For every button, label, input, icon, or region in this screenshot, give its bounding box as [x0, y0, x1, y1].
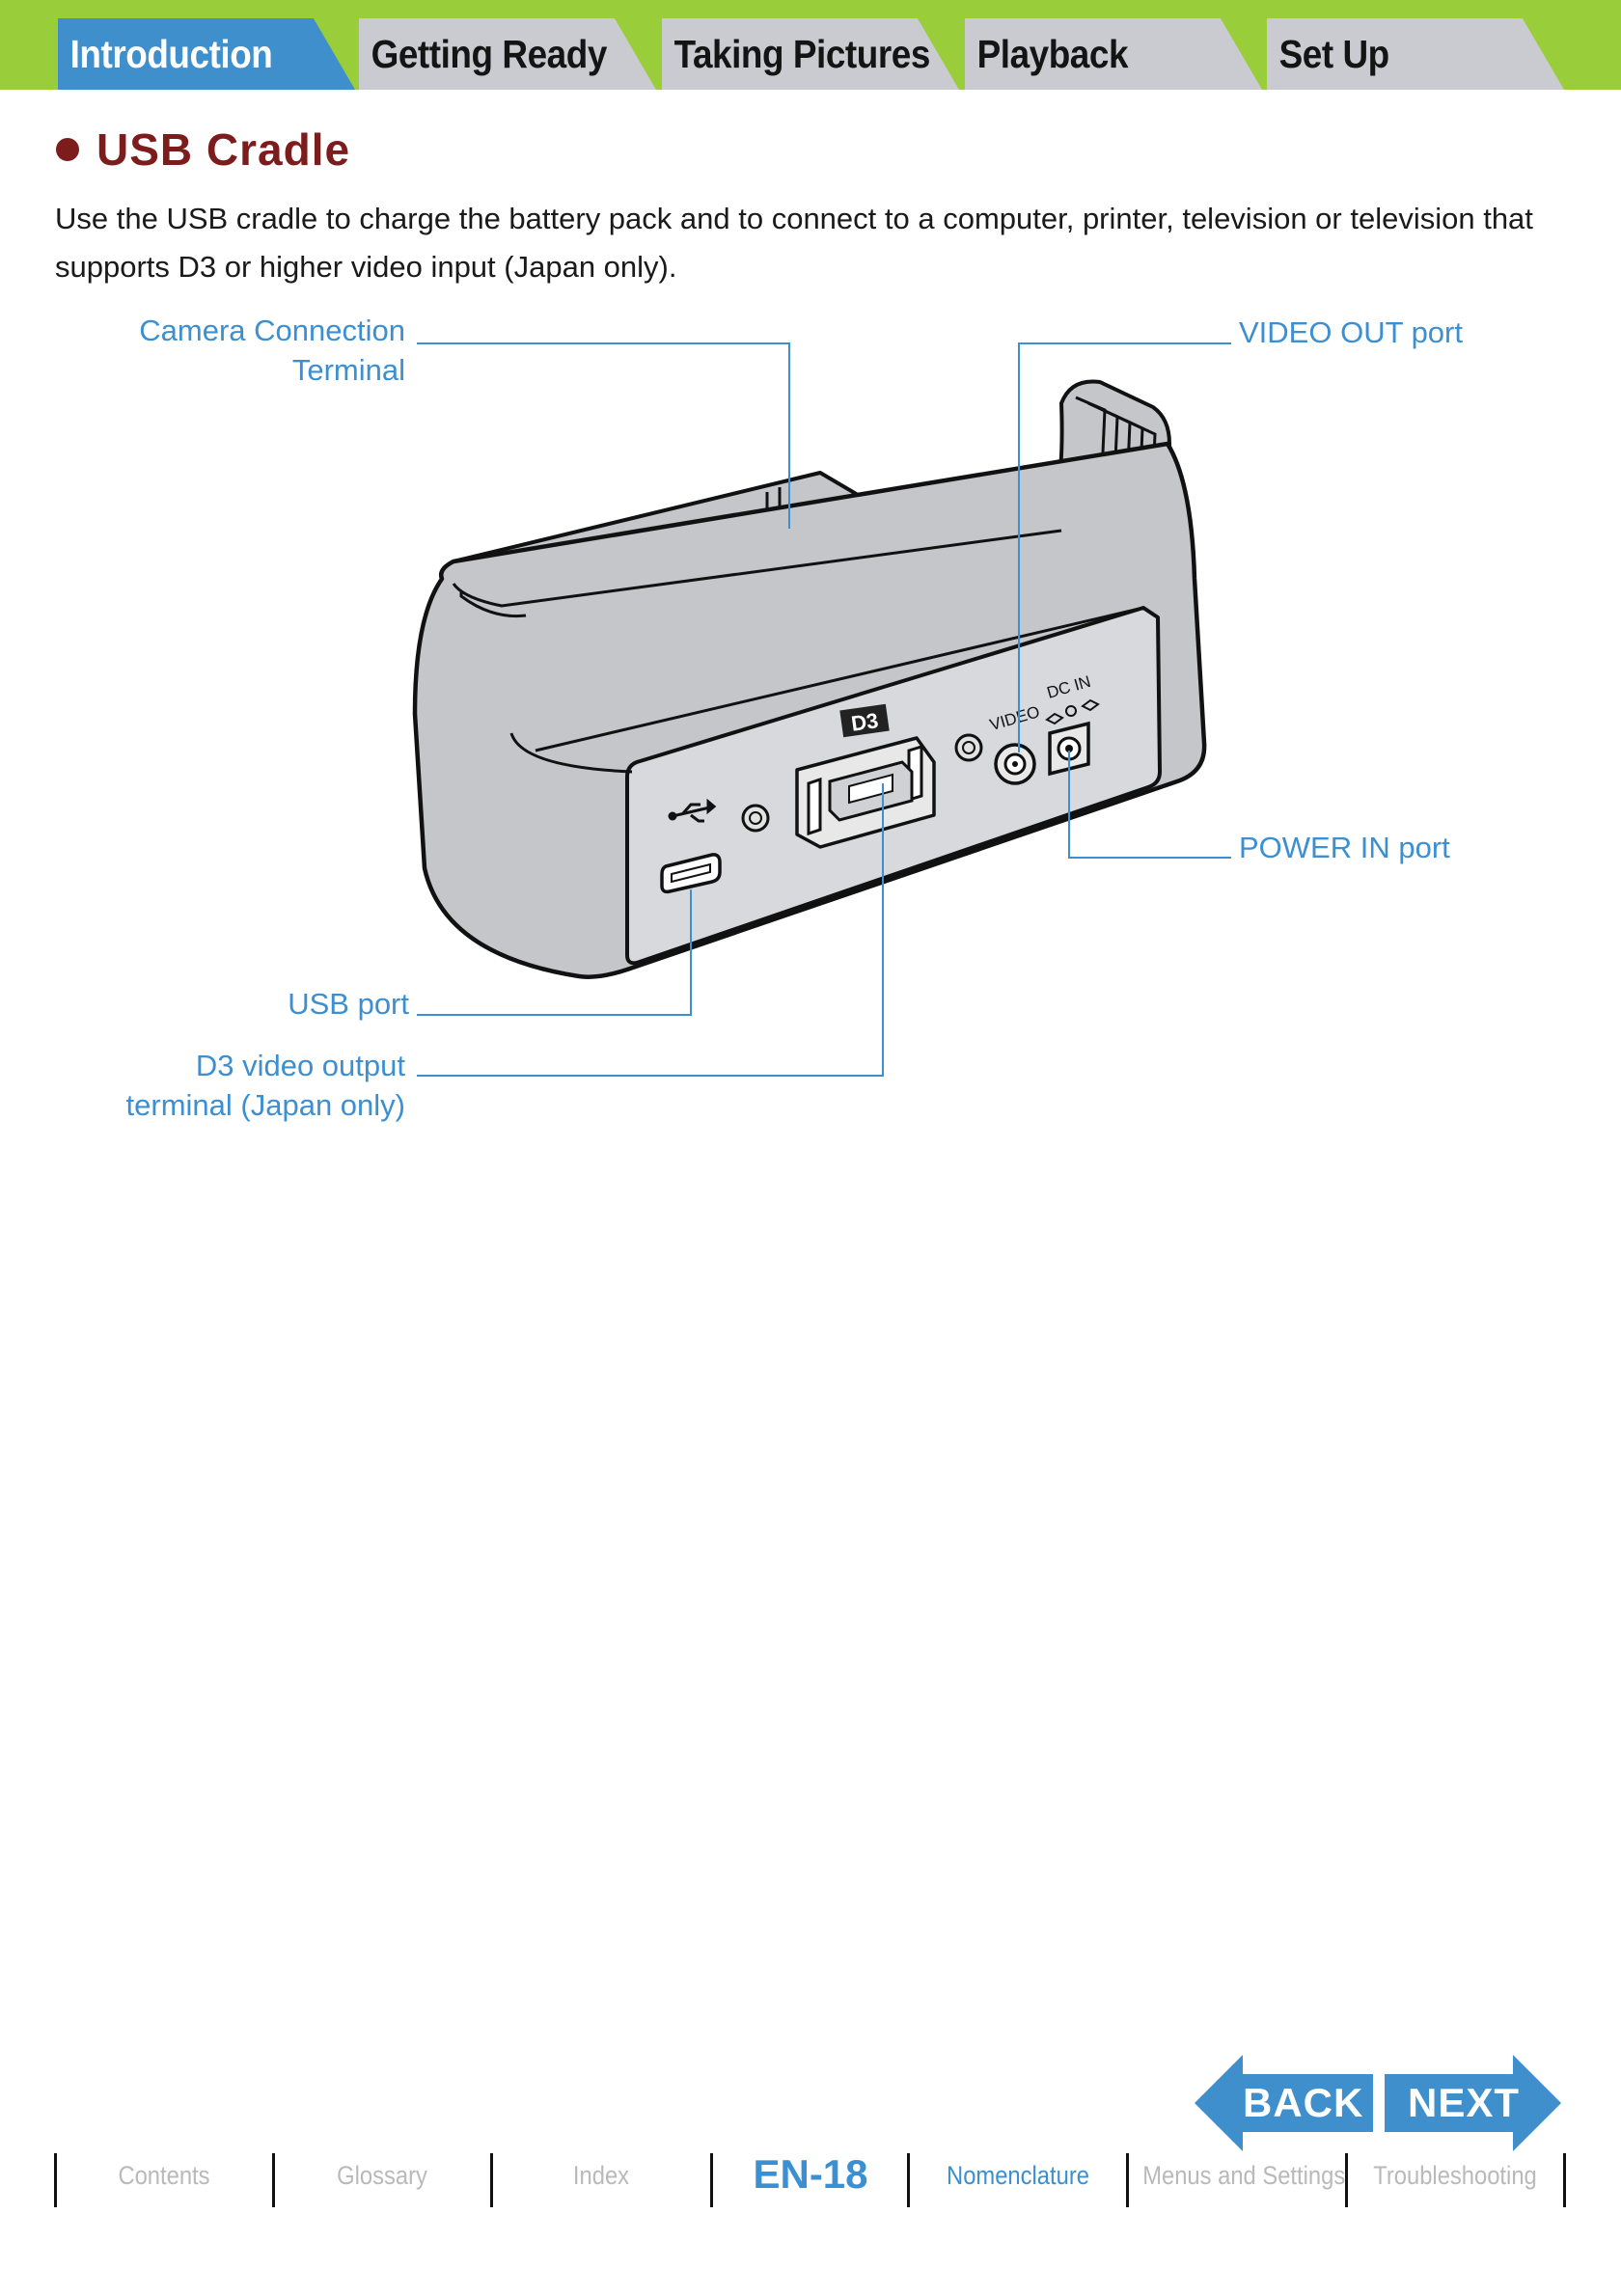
next-arrow-icon [1385, 2055, 1561, 2151]
footer-index-link[interactable]: Index [572, 2161, 630, 2190]
footer-contents-link[interactable]: Contents [118, 2161, 210, 2190]
footer-divider [1345, 2153, 1348, 2207]
page-number: EN-18 [753, 2151, 868, 2197]
tab-set-up-label: Set Up [1278, 31, 1390, 76]
d3-terminal-callout-line2: terminal (Japan only) [125, 1088, 405, 1122]
next-button[interactable]: NEXT [1385, 2055, 1561, 2151]
d3-terminal-callout: D3 video output terminal (Japan only) [77, 1046, 405, 1125]
back-arrow-icon [1195, 2055, 1373, 2151]
tab-playback-label: Playback [976, 31, 1129, 76]
footer-troubleshooting-link[interactable]: Troubleshooting [1373, 2161, 1537, 2190]
page-title: USB Cradle [96, 124, 351, 175]
tab-taking-pictures-label: Taking Pictures [673, 31, 931, 76]
intro-paragraph: Use the USB cradle to charge the battery… [55, 202, 1533, 284]
footer-nomenclature-link[interactable]: Nomenclature [947, 2161, 1089, 2190]
footer-glossary-link[interactable]: Glossary [337, 2161, 427, 2190]
footer-nav: Contents Glossary Index EN-18 Nomenclatu… [0, 2151, 1621, 2211]
footer-divider [907, 2153, 910, 2207]
usb-port-callout: USB port [288, 987, 409, 1021]
back-button[interactable]: BACK [1195, 2055, 1373, 2151]
tab-introduction[interactable]: Introduction [58, 18, 355, 90]
page-navigation: BACK NEXT [1195, 2055, 1561, 2151]
footer-divider [490, 2153, 493, 2207]
footer-divider [54, 2153, 57, 2207]
top-tab-bar: Introduction Getting Ready Taking Pictur… [0, 0, 1621, 90]
heading-bullet-icon [56, 138, 79, 161]
tab-set-up[interactable]: Set Up [1267, 18, 1564, 90]
tab-getting-ready-label: Getting Ready [371, 31, 608, 76]
tab-playback[interactable]: Playback [965, 18, 1262, 90]
camera-connection-callout-line2: Terminal [291, 353, 405, 387]
footer-divider [1126, 2153, 1129, 2207]
section-heading: USB Cradle [56, 123, 350, 176]
tab-getting-ready[interactable]: Getting Ready [359, 18, 656, 90]
footer-menus-settings-link[interactable]: Menus and Settings [1142, 2161, 1346, 2190]
footer-divider [272, 2153, 275, 2207]
back-button-label: BACK [1243, 2080, 1364, 2125]
video-out-callout: VIDEO OUT port [1239, 315, 1463, 349]
camera-connection-callout-line1: Camera Connection [139, 314, 405, 347]
tab-introduction-label: Introduction [69, 31, 273, 76]
next-button-label: NEXT [1408, 2080, 1521, 2125]
camera-connection-callout: Camera Connection Terminal [116, 311, 405, 390]
usb-cradle-diagram: D3 VIDEO DC IN [0, 289, 1621, 1158]
d3-terminal-callout-line1: D3 video output [195, 1049, 405, 1082]
d3-device-label: D3 [850, 708, 880, 736]
tab-taking-pictures[interactable]: Taking Pictures [662, 18, 959, 90]
footer-divider [710, 2153, 713, 2207]
usb-cradle-illustration: D3 VIDEO DC IN [412, 342, 1231, 1077]
footer-divider [1563, 2153, 1566, 2207]
power-in-callout: POWER IN port [1239, 831, 1450, 864]
